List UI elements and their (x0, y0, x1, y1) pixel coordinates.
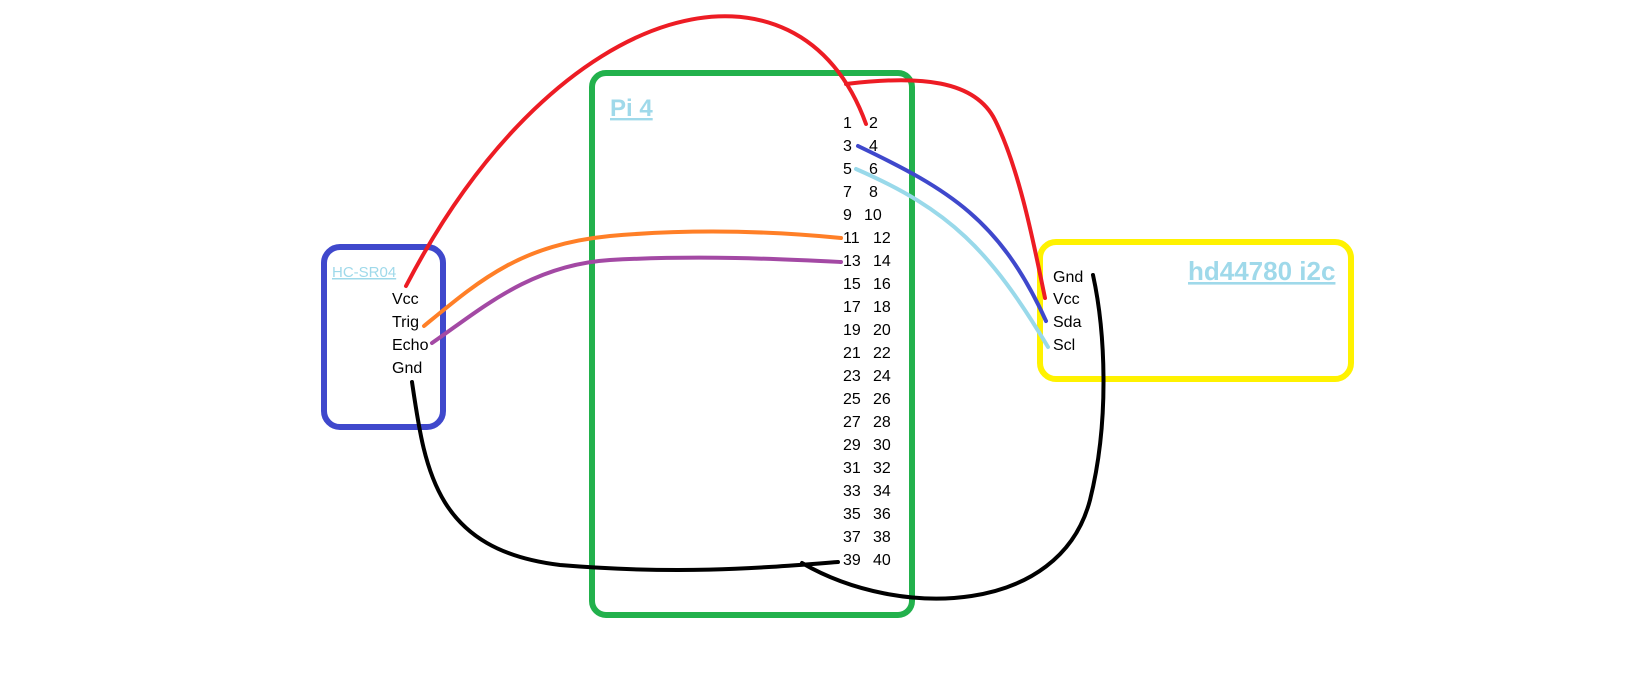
pi-pin-2: 2 (869, 115, 878, 132)
pi-pin-18: 18 (873, 299, 891, 316)
pi-pin-13: 13 (843, 253, 861, 270)
pi-pin-20: 20 (873, 322, 891, 339)
wire-sensor-vcc-to-pin-2 (404, 14, 868, 288)
pi-pin-37: 37 (843, 529, 861, 546)
lcd-pin-gnd: Gnd (1053, 269, 1083, 286)
sensor-pin-trig: Trig (392, 314, 419, 331)
pi-pin-12: 12 (873, 230, 891, 247)
wires (404, 14, 1106, 601)
pi-pin-36: 36 (873, 506, 891, 523)
pi-pin-11: 11 (843, 230, 860, 247)
pi-pin-35: 35 (843, 506, 861, 523)
pi-pin-23: 23 (843, 368, 861, 385)
wire-pin-5-to-lcd-scl (854, 167, 1050, 349)
sensor-pin-echo: Echo (392, 337, 429, 354)
wire-sensor-gnd-to-pin-39 (410, 380, 840, 573)
sensor-title: HC-SR04 (332, 264, 396, 281)
pi-pin-21: 21 (843, 345, 861, 362)
lcd-pin-vcc: Vcc (1053, 291, 1080, 308)
sensor-pin-vcc: Vcc (392, 291, 419, 308)
pi-pin-39: 39 (843, 552, 861, 569)
sensor-pin-gnd: Gnd (392, 360, 422, 377)
pi-pin-6: 6 (869, 161, 878, 178)
pi-board (589, 70, 915, 618)
pi-pin-33: 33 (843, 483, 861, 500)
lcd-pin-scl: Scl (1053, 337, 1075, 354)
pi-pin-1: 1 (843, 115, 852, 132)
pi-pin-9: 9 (843, 207, 852, 224)
pi-pin-29: 29 (843, 437, 861, 454)
pi-pin-24: 24 (873, 368, 891, 385)
pi-pin-32: 32 (873, 460, 891, 477)
lcd-pin-sda: Sda (1053, 314, 1082, 331)
pi-pin-15: 15 (843, 276, 861, 293)
pi-title: Pi 4 (610, 95, 653, 122)
pi-pin-3: 3 (843, 138, 852, 155)
pi-pin-16: 16 (873, 276, 891, 293)
wire-pin-2-to-lcd-vcc (844, 78, 1047, 300)
pi-pin-5: 5 (843, 161, 852, 178)
pi-pin-8: 8 (869, 184, 878, 201)
wire-sensor-echo-to-pin-13 (430, 255, 843, 345)
pi-pin-7: 7 (843, 184, 852, 201)
pi-pin-27: 27 (843, 414, 861, 431)
wire-sensor-trig-to-pin-11 (422, 229, 843, 328)
pi-pin-25: 25 (843, 391, 861, 408)
pi-pin-10: 10 (864, 207, 882, 224)
pi-pin-30: 30 (873, 437, 891, 454)
pi-pin-4: 4 (869, 138, 878, 155)
pi-pin-header: 1 2 3 4 5 6 7 8 9 10 11 12 13 14 15 16 1… (843, 115, 891, 569)
pi-pin-38: 38 (873, 529, 891, 546)
pi-pin-31: 31 (843, 460, 861, 477)
wire-pin-39-to-lcd-gnd (800, 273, 1106, 601)
lcd-title: hd44780 i2c (1188, 256, 1335, 286)
pi-pin-14: 14 (873, 253, 891, 270)
pi-pin-28: 28 (873, 414, 891, 431)
wire-pin-3-to-lcd-sda (856, 144, 1048, 323)
pi-pin-19: 19 (843, 322, 861, 339)
pi-pin-26: 26 (873, 391, 891, 408)
pi-pin-34: 34 (873, 483, 891, 500)
pi-pin-22: 22 (873, 345, 891, 362)
pi-pin-17: 17 (843, 299, 861, 316)
pi-pin-40: 40 (873, 552, 891, 569)
